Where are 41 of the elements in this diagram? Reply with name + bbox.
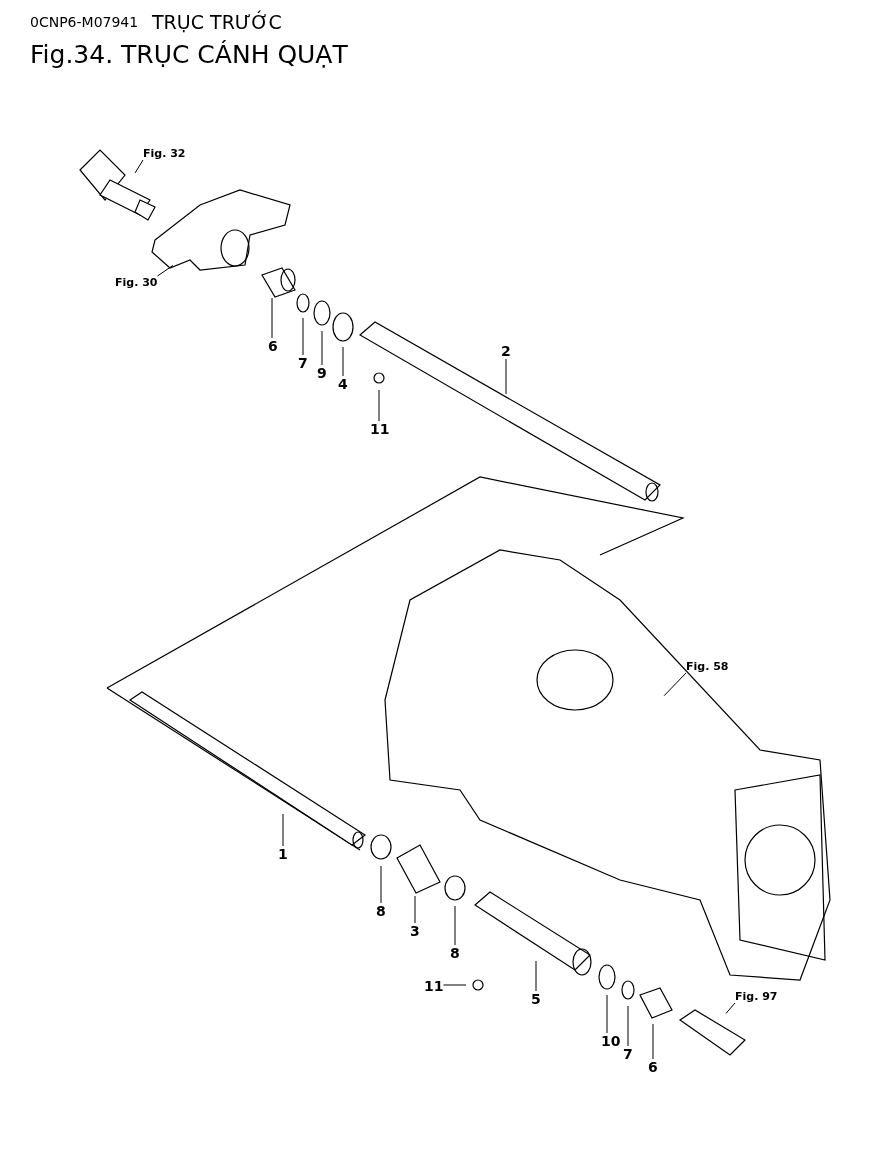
figure-reference: Fig. 32	[143, 147, 186, 160]
leader-line	[321, 330, 323, 366]
callout-number: 6	[268, 338, 278, 354]
leader-line	[157, 264, 174, 277]
callout-number: 8	[450, 945, 460, 961]
callout-number: 6	[648, 1059, 658, 1075]
leader-line	[134, 159, 144, 174]
leader-line	[302, 317, 304, 356]
figure-reference: Fig. 58	[686, 660, 729, 673]
figure-title: Fig.34. TRỤC CÁNH QUẠT	[30, 40, 348, 69]
leader-line	[725, 1002, 736, 1014]
callout-number: 7	[298, 355, 308, 371]
callout-number: 11	[370, 421, 390, 437]
callout-number: 9	[317, 365, 327, 381]
leader-line	[627, 1005, 629, 1047]
leader-line	[505, 358, 507, 395]
leader-line	[282, 813, 284, 847]
leader-line	[606, 994, 608, 1034]
leader-line	[663, 672, 687, 697]
callout-number: 7	[623, 1046, 633, 1062]
callout-number: 3	[410, 923, 420, 939]
leader-line	[652, 1023, 654, 1060]
figure-reference: Fig. 97	[735, 990, 778, 1003]
callout-number: 2	[501, 343, 511, 359]
callout-number: 1	[278, 846, 288, 862]
section-heading: TRỤC TRƯỚC	[152, 11, 282, 33]
callout-number: 8	[376, 903, 386, 919]
callout-number: 4	[338, 376, 348, 392]
figure-reference: Fig. 30	[115, 276, 158, 289]
callout-number: 10	[601, 1033, 621, 1049]
callout-number: 5	[531, 991, 541, 1007]
leader-line	[378, 389, 380, 422]
leader-line	[342, 346, 344, 377]
leader-line	[380, 865, 382, 904]
part-code: 0CNP6-M07941	[30, 14, 139, 30]
leader-line	[443, 984, 467, 986]
leader-line	[454, 905, 456, 946]
leader-line	[414, 895, 416, 924]
leader-line	[535, 960, 537, 992]
callout-number: 11	[424, 978, 444, 994]
leader-line	[271, 297, 273, 339]
